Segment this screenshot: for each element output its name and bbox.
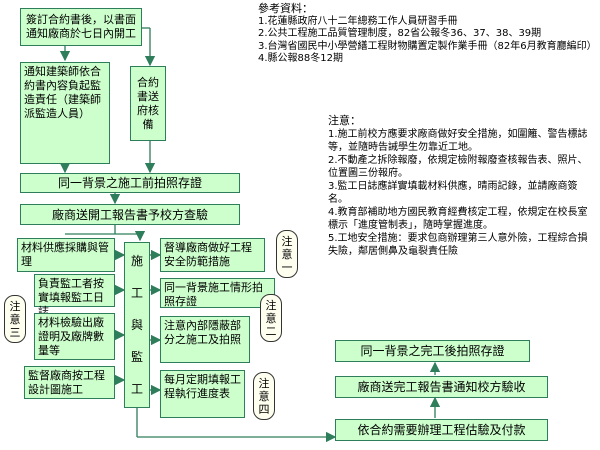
reference-item: 4.縣公報88冬12期 [258, 53, 343, 64]
construction-char: 施 [130, 254, 143, 268]
attention-item: 2.不動產之拆除報廢，依規定檢附報廢查核報告表、照片、位置圖三份報府。 [328, 155, 588, 179]
construction-char: 工 [130, 286, 143, 300]
references-title: 參考資料： [258, 2, 313, 15]
photo-after-box: 同一背景之完工後拍照存證 [335, 340, 530, 362]
photo-before-box: 同一背景之施工前拍照存證 [20, 173, 240, 193]
payment-box: 依合約需要辦理工程估驗及付款 [335, 419, 548, 441]
material-supply-box: 材料供應採購與管理 [17, 238, 115, 272]
notify-architect-box: 通知建築師依合約書內容負起監造責任（建築師派監造人員） [20, 62, 110, 164]
construction-char: 工 [130, 382, 143, 396]
supervisor-log-box: 負責監工者按實填報監工日誌 [34, 274, 115, 318]
reference-item: 2.公共工程施工品質管理制度，82省公報冬36、37、38、39期 [258, 28, 542, 39]
monthly-report-box: 每月定期填報工程執行進度表 [160, 370, 245, 418]
photo-progress-box: 同一背景施工情形拍照存證 [160, 278, 275, 308]
report-start-box: 廠商送開工報告書予校方查驗 [20, 204, 240, 225]
attention-title: 注意： [328, 114, 361, 127]
reference-item: 3.台灣省國民中小學營繕工程財物購置定製作業手冊（82年6月教育廳編印） [258, 40, 597, 52]
supervise-drawings-box: 監督廠商按工程設計圖施工 [24, 366, 115, 399]
references-block: 參考資料： 1.花蓮縣政府八十二年總務工作人員研習手冊 2.公共工程施工品質管理… [258, 2, 597, 66]
note-three: 注意三 [4, 295, 26, 343]
construction-char: 監 [130, 350, 143, 364]
contract-sign-box: 簽訂合約書後，以書面通知廠商於七日內開工 [20, 8, 142, 46]
construction-char: 與 [130, 318, 143, 332]
attention-block: 注意： 1.施工前校方應要求廠商做好安全措施，如圍籬、警告標誌等，並隨時告誡學生… [328, 114, 590, 258]
contract-send-box: 合約書送府核備 [130, 66, 166, 141]
material-check-box: 材料檢驗出廠證明及廠牌數量等 [34, 313, 115, 360]
safety-box: 督導廠商做好工程安全防範措施 [160, 238, 265, 272]
report-finish-box: 廠商送完工報告書通知校方驗收 [335, 376, 548, 398]
hidden-parts-box: 注意內部隱蔽部分之施工及拍照 [160, 316, 250, 363]
construction-supervision-box: 施 工 與 監 工 [124, 242, 150, 408]
note-one: 注意一 [276, 230, 298, 278]
note-two: 注意二 [260, 294, 282, 342]
note-four: 注意四 [253, 372, 275, 420]
attention-item: 3.監工日誌應詳實填載材料供應，晴雨記錄，並請廠商簽名。 [328, 181, 578, 205]
attention-item: 4.教育部補助地方國民教育經費核定工程，依規定在校長室標示「進度管制表」，隨時掌… [328, 207, 588, 231]
attention-item: 1.施工前校方應要求廠商做好安全措施，如圍籬、警告標誌等，並隨時告誡學生勿靠近工… [328, 129, 588, 153]
attention-item: 5.工地安全措施：要求包商辦理第三人意外險，工程綜合損失險，鄰居側鼻及龜裂責任險 [328, 233, 588, 257]
reference-item: 1.花蓮縣政府八十二年總務工作人員研習手冊 [258, 15, 458, 27]
